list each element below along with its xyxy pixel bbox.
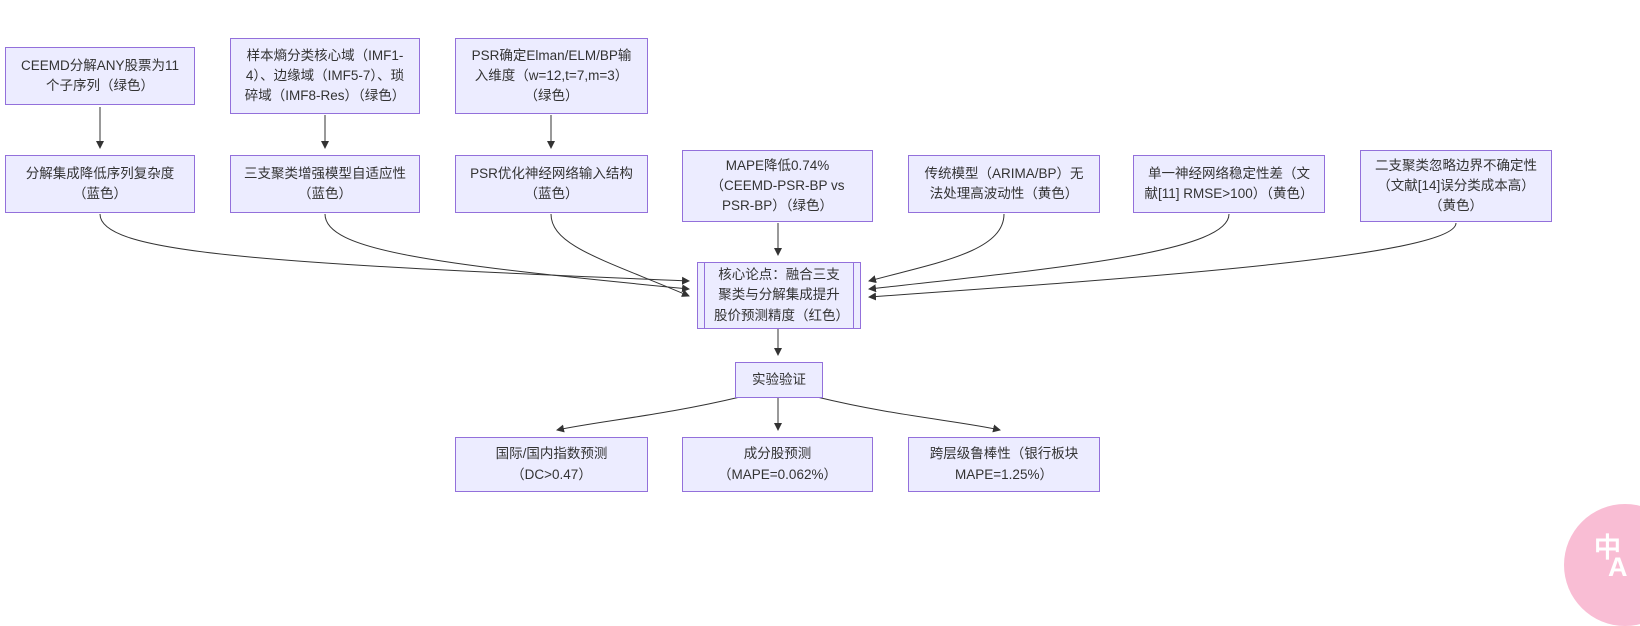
edge-experiment-to-robustness — [816, 396, 1001, 433]
node-component-stock-prediction: 成分股预测（MAPE=0.062%） — [682, 437, 873, 492]
node-index-prediction: 国际/国内指数预测（DC>0.47） — [455, 437, 648, 492]
node-label: 跨层级鲁棒性（银行板块 MAPE=1.25%） — [929, 446, 1079, 482]
edge-decomp-to-core — [99, 213, 690, 285]
node-binary-clustering-limit: 二支聚类忽略边界不确定性（文献[14]误分类成本高）（黄色） — [1360, 150, 1552, 222]
node-label: 国际/国内指数预测（DC>0.47） — [495, 446, 608, 482]
node-label: 二支聚类忽略边界不确定性（文献[14]误分类成本高）（黄色） — [1375, 157, 1537, 214]
node-label: 分解集成降低序列复杂度（蓝色） — [25, 165, 175, 201]
node-label: 核心论点：融合三支聚类与分解集成提升股价预测精度（红色） — [714, 267, 849, 323]
node-psr-optimize: PSR优化神经网络输入结构（蓝色） — [455, 155, 648, 213]
node-single-nn-instability: 单一神经网络稳定性差（文献[11] RMSE>100）（黄色） — [1133, 155, 1325, 213]
edge-experiment-to-index-pred — [556, 396, 741, 433]
edge-binary-cluster-to-core — [868, 222, 1457, 301]
node-label: CEEMD分解ANY股票为11个子序列（绿色） — [20, 57, 180, 93]
subroutine-right-line — [853, 263, 854, 328]
flowchart-canvas: CEEMD分解ANY股票为11个子序列（绿色） 样本熵分类核心域（IMF1-4）… — [5, 38, 1640, 626]
node-label: MAPE降低0.74%（CEEMD-PSR-BP vs PSR-BP）（绿色） — [710, 157, 845, 214]
node-ceemd-decompose: CEEMD分解ANY股票为11个子序列（绿色） — [5, 47, 195, 105]
node-sample-entropy: 样本熵分类核心域（IMF1-4）、边缘域（IMF5-7）、琐碎域（IMF8-Re… — [230, 38, 420, 114]
node-label: 样本熵分类核心域（IMF1-4）、边缘域（IMF5-7）、琐碎域（IMF8-Re… — [244, 47, 406, 104]
node-mape-reduction: MAPE降低0.74%（CEEMD-PSR-BP vs PSR-BP）（绿色） — [682, 150, 873, 222]
edge-psr-opt-to-core — [550, 213, 690, 297]
edge-three-way-to-core — [324, 213, 690, 293]
node-psr-input-dimension: PSR确定Elman/ELM/BP输入维度（w=12,t=7,m=3）（绿色） — [455, 38, 648, 114]
subroutine-left-line — [704, 263, 705, 328]
edge-single-nn-to-core — [868, 213, 1230, 293]
node-traditional-model: 传统模型（ARIMA/BP）无法处理高波动性（黄色） — [908, 155, 1100, 213]
node-three-way-clustering: 三支聚类增强模型自适应性（蓝色） — [230, 155, 420, 213]
node-decomposition-ensemble: 分解集成降低序列复杂度（蓝色） — [5, 155, 195, 213]
translate-badge-zh-glyph: 中 — [1594, 533, 1621, 563]
edge-layer — [96, 107, 1457, 433]
node-label: 单一神经网络稳定性差（文献[11] RMSE>100）（黄色） — [1144, 165, 1314, 201]
node-label: PSR优化神经网络输入结构（蓝色） — [470, 165, 633, 201]
node-cross-level-robustness: 跨层级鲁棒性（银行板块 MAPE=1.25%） — [908, 437, 1100, 492]
node-label: 传统模型（ARIMA/BP）无法处理高波动性（黄色） — [924, 165, 1084, 201]
translate-badge-en-glyph: A — [1608, 552, 1628, 582]
node-label: 实验验证 — [752, 371, 806, 387]
edge-traditional-to-core — [868, 213, 1005, 284]
node-label: 成分股预测（MAPE=0.062%） — [718, 446, 837, 482]
node-experiment-validation: 实验验证 — [735, 362, 823, 398]
node-label: PSR确定Elman/ELM/BP输入维度（w=12,t=7,m=3）（绿色） — [471, 47, 632, 104]
node-core-thesis: 核心论点：融合三支聚类与分解集成提升股价预测精度（红色） — [697, 262, 861, 329]
node-label: 三支聚类增强模型自适应性（蓝色） — [244, 165, 406, 201]
